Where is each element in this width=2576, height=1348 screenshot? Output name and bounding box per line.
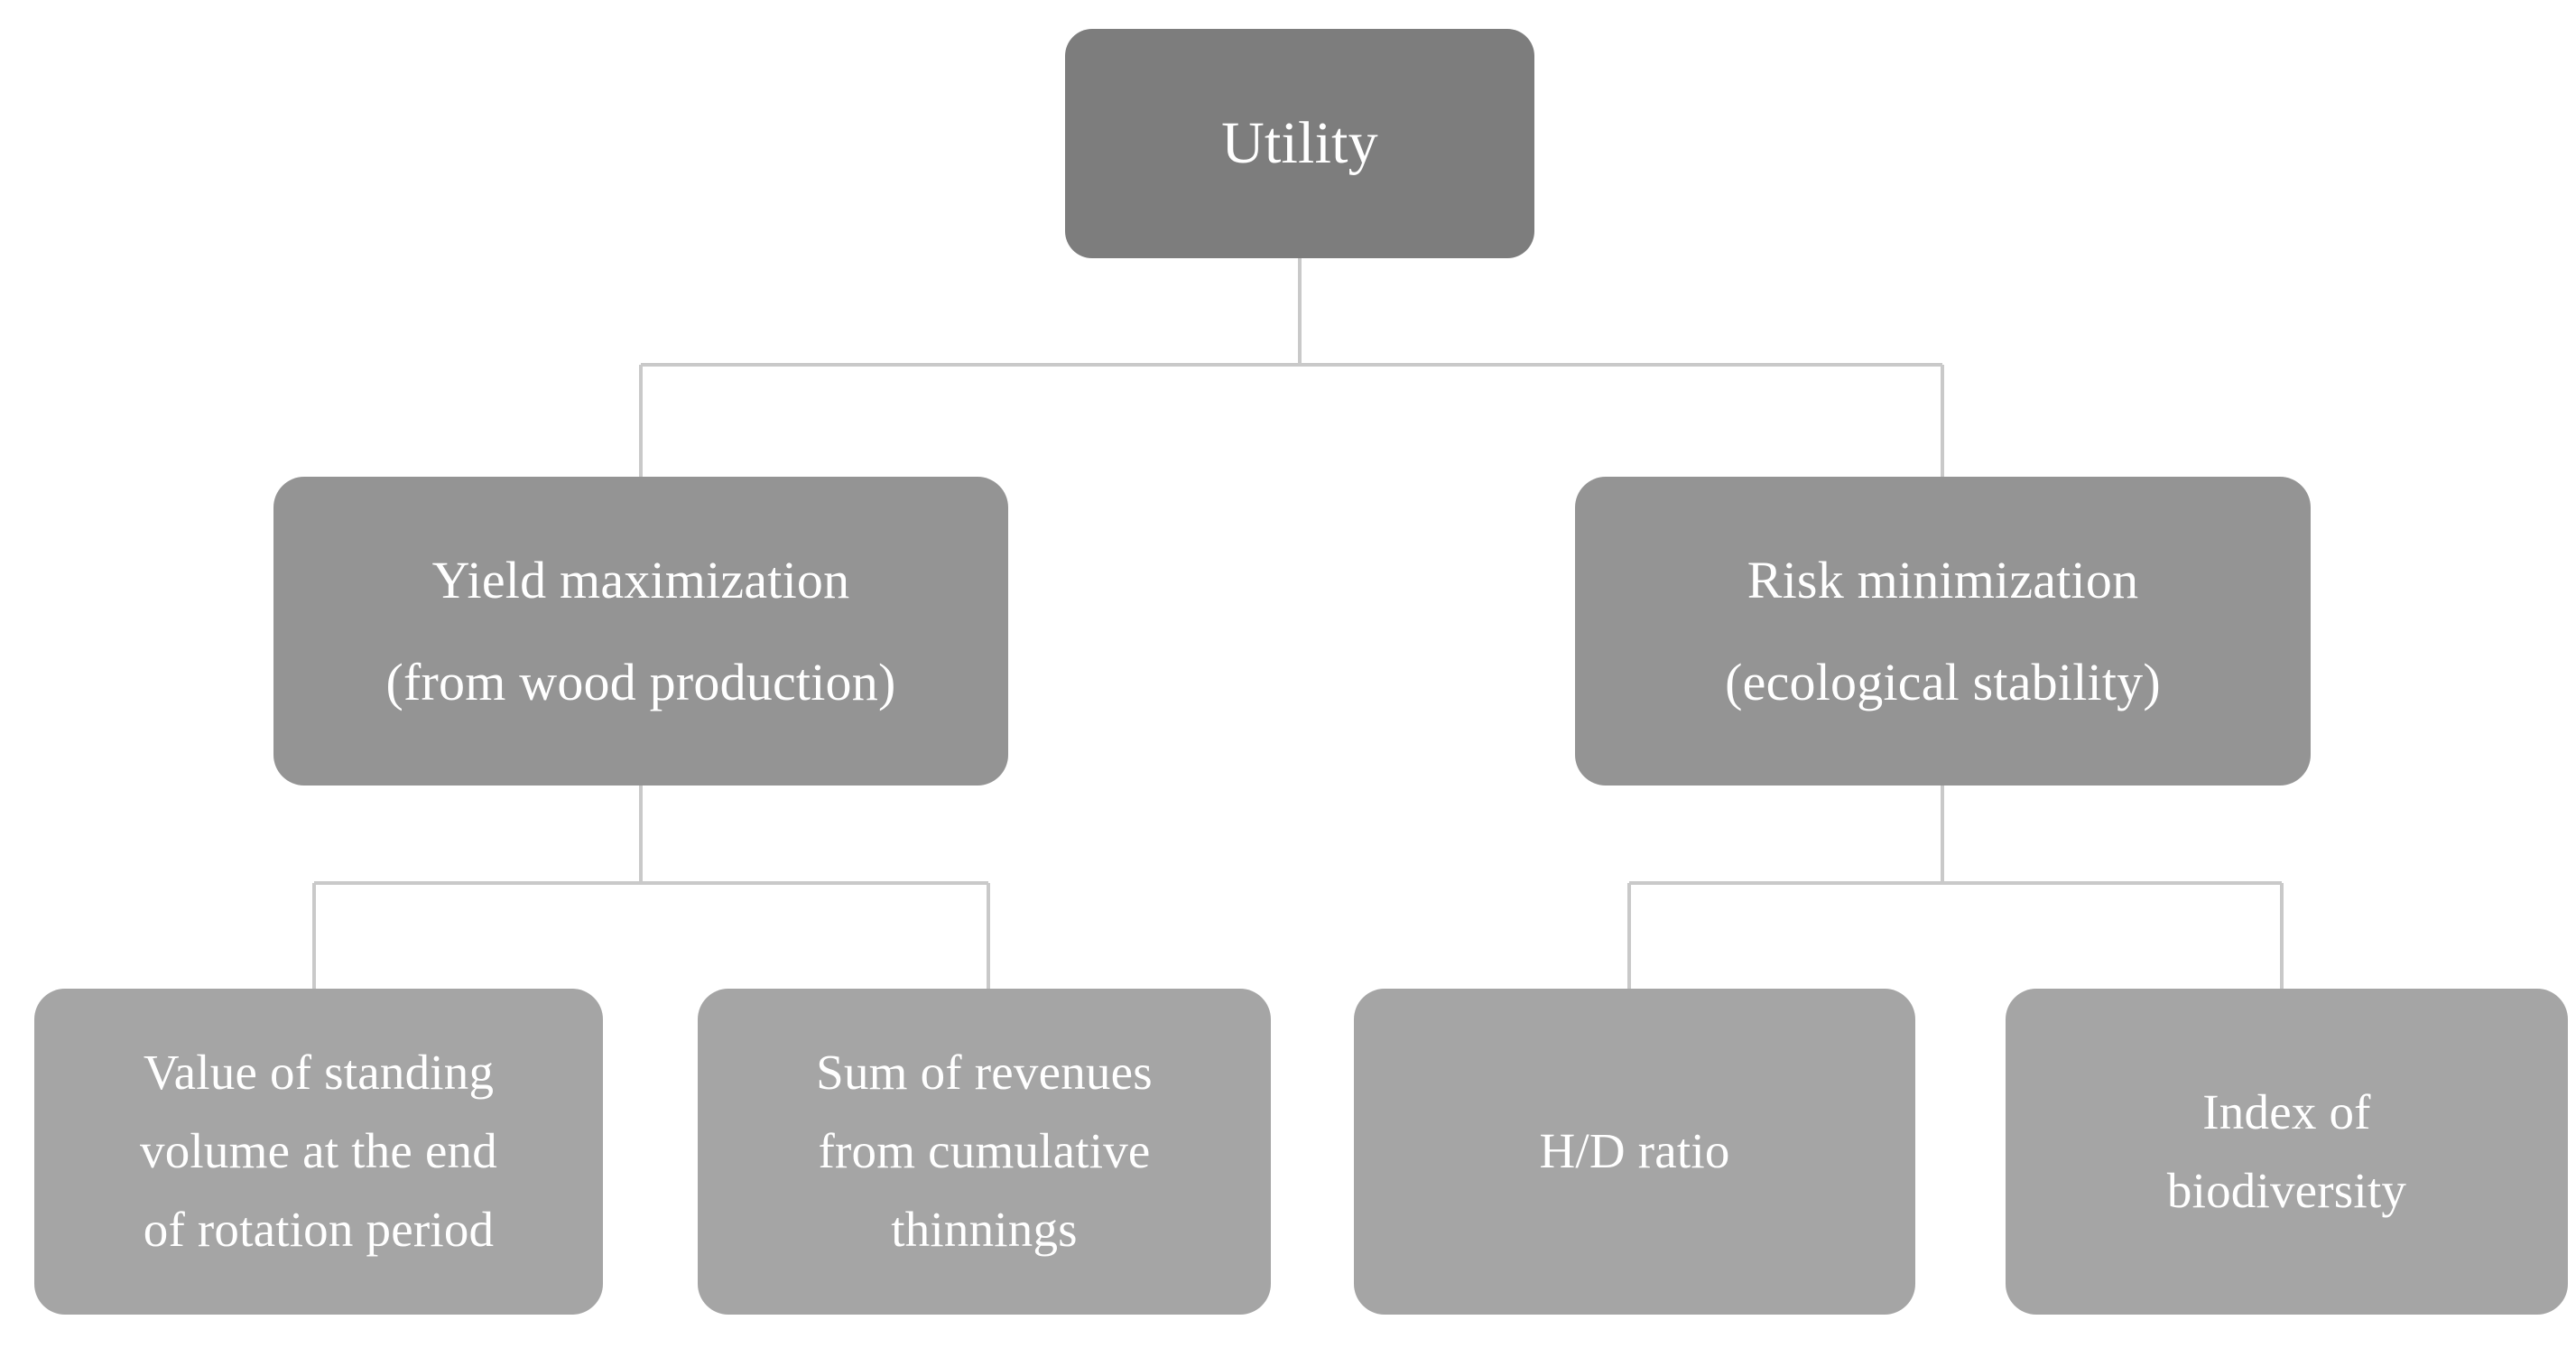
node-index-of-biodiversity-line-2: biodiversity — [2166, 1162, 2407, 1218]
node-yield-maximization[interactable]: Yield maximization (from wood production… — [273, 477, 1008, 786]
node-yield-maximization-line-1: Yield maximization — [431, 550, 850, 609]
node-sum-of-revenues-line-3: thinnings — [891, 1201, 1078, 1257]
node-index-of-biodiversity[interactable]: Index of biodiversity — [2006, 989, 2568, 1315]
node-value-of-standing-volume[interactable]: Value of standing volume at the end of r… — [34, 989, 603, 1315]
node-value-of-standing-volume-line-2: volume at the end — [140, 1123, 497, 1179]
node-value-of-standing-volume-line-1: Value of standing — [143, 1045, 495, 1101]
node-yield-maximization-line-2: (from wood production) — [385, 653, 896, 711]
node-utility[interactable]: Utility — [1065, 29, 1534, 258]
node-risk-minimization[interactable]: Risk minimization (ecological stability) — [1575, 477, 2311, 786]
node-index-of-biodiversity-line-1: Index of — [2202, 1083, 2371, 1139]
node-hd-ratio[interactable]: H/D ratio — [1354, 989, 1915, 1315]
node-risk-minimization-line-1: Risk minimization — [1747, 550, 2139, 609]
node-sum-of-revenues-line-2: from cumulative — [818, 1123, 1151, 1179]
node-risk-minimization-line-2: (ecological stability) — [1725, 653, 2161, 711]
node-utility-label: Utility — [1221, 109, 1378, 176]
node-sum-of-revenues[interactable]: Sum of revenues from cumulative thinning… — [698, 989, 1271, 1315]
node-value-of-standing-volume-line-3: of rotation period — [143, 1201, 495, 1257]
node-sum-of-revenues-line-1: Sum of revenues — [816, 1045, 1153, 1101]
node-hd-ratio-line-1: H/D ratio — [1539, 1123, 1730, 1179]
